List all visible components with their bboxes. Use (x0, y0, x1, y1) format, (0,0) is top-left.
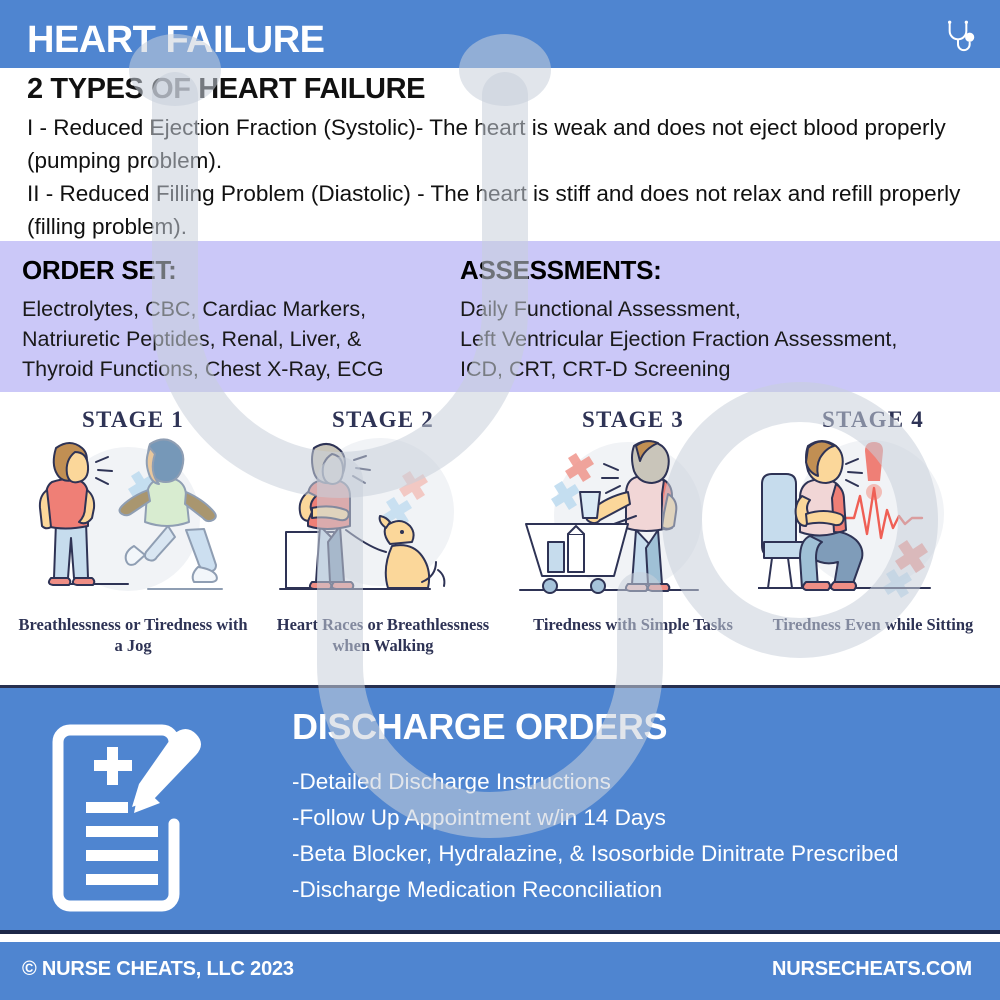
stage-title: STAGE 4 (822, 407, 924, 432)
shopping-cart-scene-illustration (518, 434, 748, 609)
assessments-lines: Daily Functional Assessment, Left Ventri… (460, 294, 990, 384)
assessments-heading: ASSESSMENTS: (460, 255, 662, 285)
discharge-item: -Discharge Medication Reconciliation (292, 877, 663, 902)
discharge-item: -Follow Up Appointment w/in 14 Days (292, 805, 666, 830)
stage-title: STAGE 3 (582, 407, 684, 432)
order-set-line: Thyroid Functions, Chest X-Ray, ECG (22, 357, 384, 381)
header-bar: HEART FAILURE (0, 0, 1000, 68)
orders-assessments-band: ORDER SET: Electrolytes, CBC, Cardiac Ma… (0, 241, 1000, 392)
stethoscope-icon (938, 16, 978, 56)
jogging-scene-illustration (18, 434, 248, 609)
discharge-section: DISCHARGE ORDERS -Detailed Discharge Ins… (0, 688, 1000, 930)
website-link[interactable]: NURSECHEATS.COM (772, 958, 972, 980)
assessments-line: Daily Functional Assessment, (460, 297, 741, 321)
assessments-line: Left Ventricular Ejection Fraction Asses… (460, 327, 898, 351)
stage-caption: Breathlessness or Tiredness with a Jog (18, 615, 248, 655)
intro-body: I - Reduced Ejection Fraction (Systolic)… (27, 111, 977, 243)
dog-walking-scene-illustration (268, 434, 498, 609)
discharge-list: -Detailed Discharge Instructions -Follow… (292, 764, 992, 908)
discharge-item: -Detailed Discharge Instructions (292, 769, 611, 794)
stages-section: STAGE 1 (0, 392, 1000, 688)
intro-line-1: I - Reduced Ejection Fraction (Systolic)… (27, 115, 946, 173)
footer-divider (0, 930, 1000, 934)
stage-card-3: STAGE 3 (508, 392, 758, 688)
stage-card-4: STAGE 4 (748, 392, 998, 688)
stage-card-2: STAGE 2 (258, 392, 508, 688)
order-set-column: ORDER SET: Electrolytes, CBC, Cardiac Ma… (22, 255, 452, 384)
order-set-heading: ORDER SET: (22, 255, 177, 285)
stage-title: STAGE 1 (82, 407, 184, 432)
footer-bar: © NURSE CHEATS, LLC 2023 NURSECHEATS.COM (0, 942, 1000, 1000)
stage-caption: Tiredness with Simple Tasks (533, 615, 733, 634)
sitting-chair-scene-illustration (757, 434, 988, 609)
stage-title: STAGE 2 (332, 407, 434, 432)
stage-card-1: STAGE 1 (8, 392, 258, 688)
intro-heading: 2 TYPES OF HEART FAILURE (27, 73, 426, 105)
order-set-line: Electrolytes, CBC, Cardiac Markers, (22, 297, 367, 321)
prescription-pad-pen-icon (52, 702, 242, 917)
discharge-title: DISCHARGE ORDERS (292, 706, 668, 747)
stage-caption: Tiredness Even while Sitting (772, 615, 974, 634)
order-set-line: Natriuretic Peptides, Renal, Liver, & (22, 327, 362, 351)
intro-section: 2 TYPES OF HEART FAILURE I - Reduced Eje… (0, 68, 1000, 239)
assessments-line: ICD, CRT, CRT-D Screening (460, 357, 731, 381)
order-set-lines: Electrolytes, CBC, Cardiac Markers, Natr… (22, 294, 452, 384)
discharge-item: -Beta Blocker, Hydralazine, & Isosorbide… (292, 841, 899, 866)
copyright-text: © NURSE CHEATS, LLC 2023 (22, 958, 294, 980)
intro-line-2: II - Reduced Filling Problem (Diastolic)… (27, 181, 961, 239)
assessments-column: ASSESSMENTS: Daily Functional Assessment… (460, 255, 990, 384)
stage-caption: Heart Races or Breathlessness when Walki… (276, 615, 490, 655)
page-title: HEART FAILURE (27, 19, 325, 61)
